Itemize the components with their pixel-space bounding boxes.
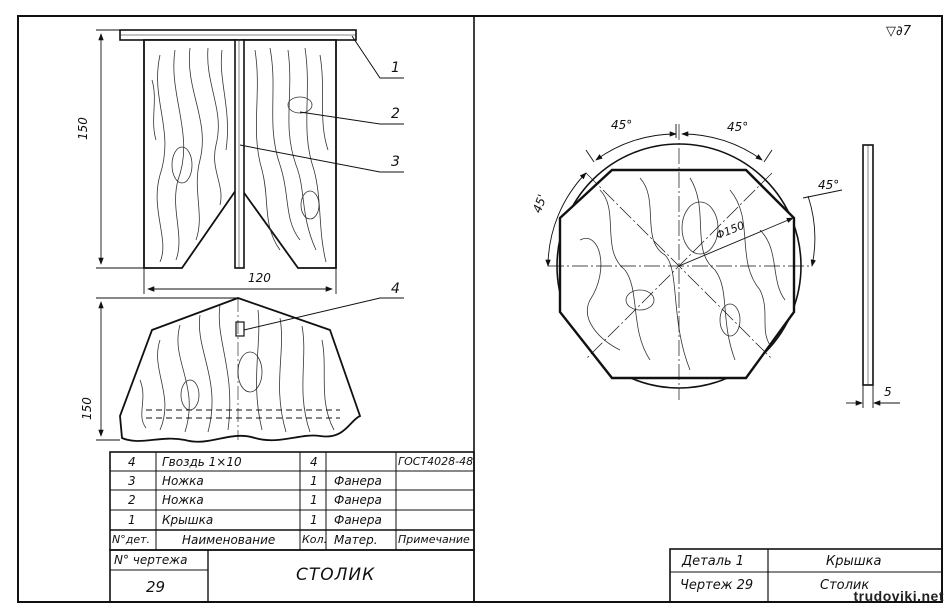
- callout-3: 3: [391, 154, 400, 170]
- cell-qty: 4: [310, 455, 318, 469]
- table-top-edge-view: [846, 144, 900, 408]
- detail-label: Деталь 1: [682, 554, 745, 569]
- cell-material: Фанера: [334, 474, 382, 488]
- callout-4: 4: [391, 281, 400, 297]
- cell-material: Фанера: [334, 493, 382, 507]
- drawing-number-label: N° чертежа: [114, 553, 188, 567]
- callout-2: 2: [391, 106, 400, 122]
- header-material: Матер.: [334, 533, 378, 547]
- legs-front-view: [96, 29, 404, 294]
- table-top-view: [545, 124, 843, 400]
- drawing-label: Чертеж 29: [680, 578, 754, 593]
- header-qty: Кол.: [302, 533, 328, 546]
- dim-leg-height: 150: [76, 117, 90, 140]
- cell-name: Ножка: [162, 474, 204, 488]
- cell-name: Гвоздь 1×10: [162, 455, 242, 469]
- site-watermark: trudoviki.net: [853, 588, 944, 604]
- cell-name: Ножка: [162, 493, 204, 507]
- dim-leg-side-height: 150: [80, 397, 94, 420]
- right-title-block-grid: [669, 548, 943, 603]
- dim-top-thickness: 5: [884, 385, 892, 399]
- cell-qty: 1: [310, 474, 318, 488]
- dim-angle-2: 45°: [727, 120, 749, 134]
- dim-angle-3: 45°: [818, 178, 840, 192]
- header-note: Примечание: [398, 533, 470, 546]
- surface-roughness-mark: ▽∂7: [886, 24, 911, 39]
- parts-table-grid: [109, 451, 475, 603]
- header-num: N°дет.: [112, 533, 151, 546]
- cell-num: 1: [128, 513, 136, 527]
- cell-note: ГОСТ4028-48: [398, 455, 474, 468]
- drawing-name: Столик: [820, 578, 870, 593]
- dim-leg-width: 120: [248, 271, 271, 285]
- dim-angle-1: 45°: [611, 118, 633, 132]
- cell-num: 2: [128, 493, 136, 507]
- detail-name: Крышка: [826, 554, 882, 569]
- cell-qty: 1: [310, 493, 318, 507]
- leg-side-view: [96, 297, 404, 443]
- cell-name: Крышка: [162, 513, 214, 527]
- header-name: Наименование: [182, 533, 276, 547]
- drawing-number: 29: [146, 578, 166, 596]
- cell-qty: 1: [310, 513, 318, 527]
- cell-num: 4: [128, 455, 136, 469]
- sheet-frame: [17, 15, 943, 603]
- callout-1: 1: [391, 60, 400, 76]
- cell-num: 3: [128, 474, 136, 488]
- drawing-title: СТОЛИК: [296, 565, 376, 585]
- cell-material: Фанера: [334, 513, 382, 527]
